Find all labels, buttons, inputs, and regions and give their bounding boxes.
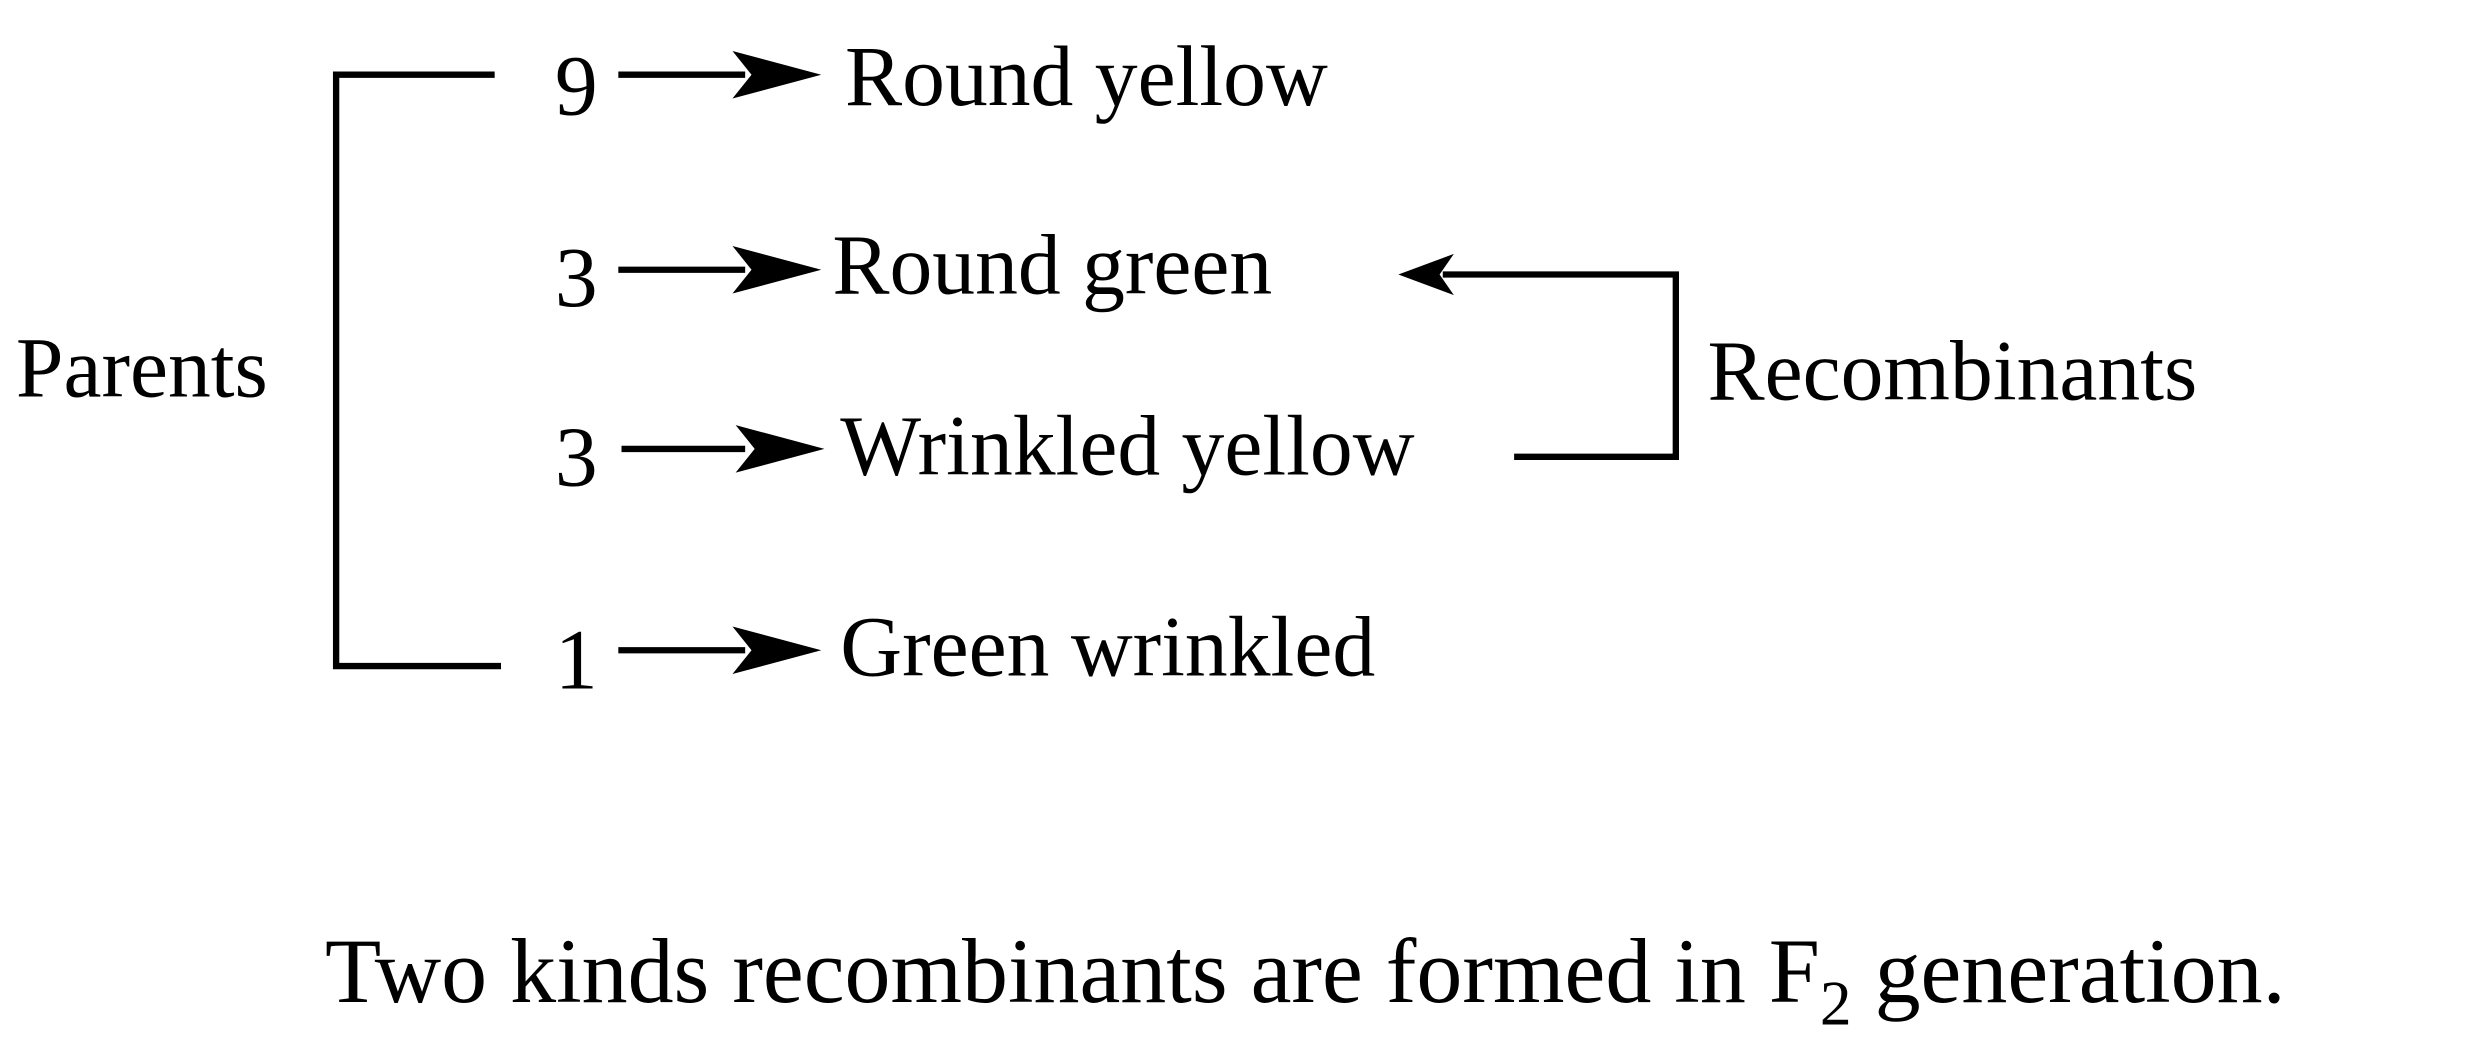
ratio-wrinkled-yellow: 3: [555, 409, 598, 504]
parents-bracket: [332, 71, 502, 670]
recombinants-label: Recombinants: [1708, 324, 2198, 419]
parents-label: Parents: [16, 321, 268, 416]
caption-subscript: 2: [1820, 967, 1852, 1038]
recombinants-bracket-arrow: [1398, 253, 1680, 460]
arrow-icon: [618, 626, 822, 675]
caption: Two kinds recombinants are formed in F2 …: [325, 920, 2286, 1038]
arrow-icon: [618, 245, 822, 294]
phenotype-wrinkled-yellow: Wrinkled yellow: [840, 398, 1414, 493]
caption-text: Two kinds recombinants are formed in F: [325, 920, 1820, 1022]
ratio-round-green: 3: [555, 230, 598, 325]
ratio-round-yellow: 9: [555, 38, 598, 133]
phenotype-round-yellow: Round yellow: [845, 29, 1328, 124]
phenotype-round-green: Round green: [832, 218, 1272, 313]
ratio-green-wrinkled: 1: [555, 612, 598, 707]
arrow-icon: [618, 50, 822, 99]
arrow-icon: [621, 425, 825, 473]
caption-text-end: generation.: [1852, 920, 2286, 1022]
phenotype-green-wrinkled: Green wrinkled: [840, 600, 1375, 695]
